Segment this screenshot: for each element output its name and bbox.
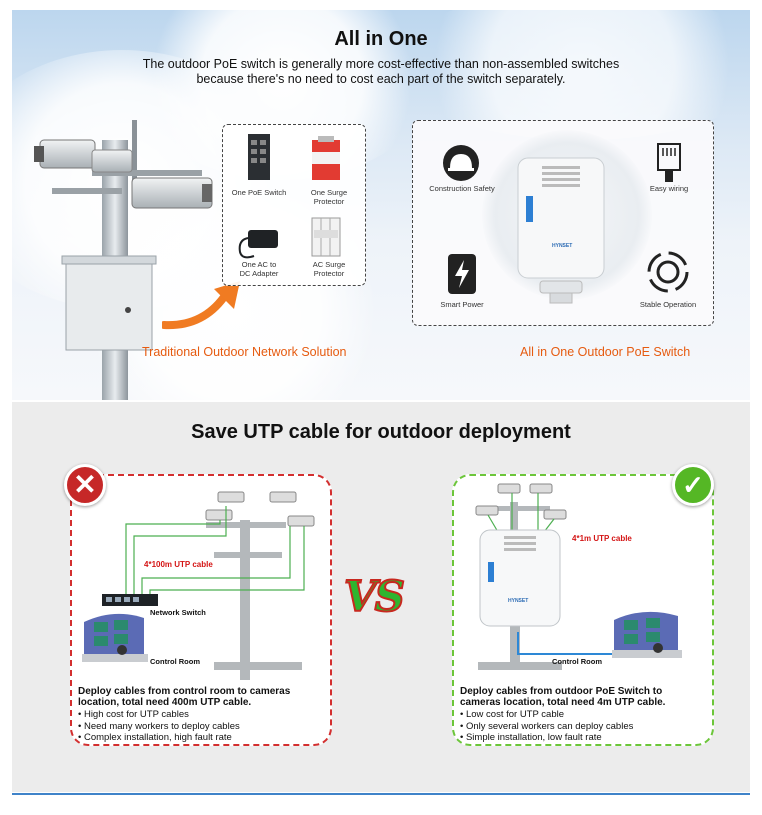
camera-icon — [269, 491, 297, 503]
network-switch-icon — [102, 594, 158, 606]
section-subtitle: The outdoor PoE switch is generally more… — [142, 57, 620, 86]
power-adapter-icon — [238, 230, 278, 259]
list-item: • Need many workers to deploy cables — [78, 720, 240, 732]
component-label: One AC to DC Adapter — [239, 260, 279, 278]
control-room-icon — [612, 611, 682, 658]
cable-label: 4*1m UTP cable — [572, 534, 632, 543]
list-item: • Only several workers can deploy cables — [460, 720, 634, 732]
smart-power-icon — [448, 254, 476, 294]
left-caption: Traditional Outdoor Network Solution — [142, 345, 347, 359]
cross-icon: ✕ — [64, 464, 106, 506]
right-caption: All in One Outdoor PoE Switch — [520, 345, 691, 359]
camera-icon — [34, 139, 96, 169]
components-box — [222, 124, 366, 286]
stable-operation-icon — [647, 251, 689, 293]
outdoor-poe-switch-device — [517, 157, 605, 304]
device-logo: HYNSET — [552, 243, 573, 249]
arrow-icon — [162, 281, 240, 330]
component-label: AC Surge Protector — [312, 260, 346, 278]
list-item: • Complex installation, high fault rate — [78, 732, 232, 743]
description: Deploy cables from outdoor PoE Switch to… — [460, 686, 666, 708]
feature-label: Stable Operation — [639, 300, 697, 309]
camera-icon — [287, 515, 315, 527]
easy-wiring-icon — [657, 143, 681, 182]
cable-label: 4*100m UTP cable — [144, 560, 213, 569]
vs-text: VS — [343, 571, 406, 622]
check-icon: ✓ — [672, 464, 714, 506]
feature-label: Easy wiring — [649, 184, 689, 193]
camera-icon — [131, 177, 213, 209]
utp-cable-section: Save UTP cable for outdoor deployment ✕ — [12, 402, 750, 792]
bullet-list: • Low cost for UTP cable • Only several … — [460, 709, 633, 744]
camera-icon — [543, 509, 567, 520]
traditional-deployment-illustration — [82, 491, 315, 680]
control-room-label: Control Room — [552, 657, 602, 666]
camera-icon — [497, 483, 521, 494]
camera-icon — [475, 505, 499, 516]
camera-icon — [217, 491, 245, 503]
feature-label: Construction Safety — [429, 184, 495, 193]
section-title: Save UTP cable for outdoor deployment — [191, 421, 571, 443]
list-item: • High cost for UTP cables — [78, 709, 189, 720]
section-title: All in One — [334, 28, 428, 50]
feature-label: Smart Power — [440, 300, 484, 309]
camera-icon — [529, 483, 553, 494]
construction-safety-icon — [443, 145, 479, 181]
list-item: • Simple installation, low fault rate — [460, 732, 602, 743]
device-logo: HYNSET — [508, 598, 529, 604]
description: Deploy cables from control room to camer… — [78, 686, 291, 708]
all-in-one-deployment-illustration — [475, 483, 682, 670]
control-room-icon — [82, 613, 148, 662]
camera-icon — [205, 509, 233, 521]
divider-line — [12, 793, 750, 795]
poe-switch-icon — [248, 134, 270, 180]
network-switch-label: Network Switch — [150, 608, 206, 617]
pole-with-cameras-illustration — [34, 120, 213, 400]
list-item: • Low cost for UTP cable — [460, 709, 564, 720]
surge-protector-icon — [312, 136, 340, 180]
component-label: One Surge Protector — [310, 188, 348, 206]
cabinet-icon — [61, 255, 157, 351]
control-room-label: Control Room — [150, 657, 200, 666]
outdoor-poe-switch-device — [479, 529, 561, 627]
all-in-one-section: All in One The outdoor PoE switch is gen… — [12, 10, 750, 400]
bullet-list: • High cost for UTP cables • Need many w… — [78, 709, 240, 744]
ac-surge-protector-icon — [311, 217, 341, 257]
component-label: One PoE Switch — [231, 188, 287, 197]
